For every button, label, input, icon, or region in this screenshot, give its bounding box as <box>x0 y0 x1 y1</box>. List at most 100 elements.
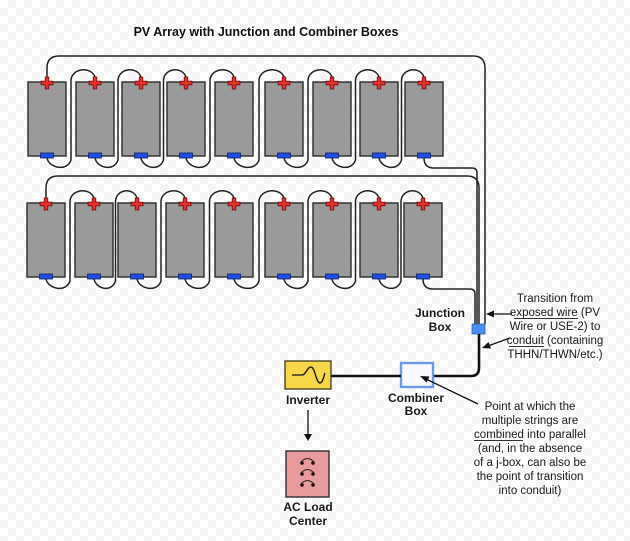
series-wire <box>140 69 187 169</box>
plus-terminal-icon <box>130 197 144 211</box>
minus-terminal-icon <box>178 273 192 280</box>
combined-line-1: Point at which the <box>485 401 576 413</box>
transition-line-4: conduit (containing <box>507 335 604 347</box>
series-wire <box>283 69 333 169</box>
pv-panel <box>165 202 205 278</box>
transition-line-1: Transition from <box>517 293 593 305</box>
combined-line-4: (and, in the absence <box>478 443 582 455</box>
pv-panel <box>121 81 161 157</box>
array-wiring <box>45 55 486 324</box>
series-wire <box>378 69 425 169</box>
plus-terminal-icon <box>227 197 241 211</box>
pv-panel <box>75 81 115 157</box>
plus-terminal-icon <box>325 197 339 211</box>
series-wire <box>233 69 285 169</box>
minus-terminal-icon <box>40 152 54 159</box>
plus-terminal-icon <box>227 76 241 90</box>
pv-panel <box>264 81 304 157</box>
pv-panel <box>403 202 443 278</box>
junction-box-label-line1: Junction <box>415 306 465 320</box>
diagram-title: PV Array with Junction and Combiner Boxe… <box>134 25 399 39</box>
combiner-arrow <box>425 378 479 405</box>
pv-panel <box>214 81 254 157</box>
minus-terminal-icon <box>134 152 148 159</box>
plus-terminal-icon <box>179 76 193 90</box>
pv-panel <box>264 202 304 278</box>
sine-wave-icon <box>292 366 326 384</box>
plus-terminal-icon <box>40 76 54 90</box>
series-wire <box>233 190 285 290</box>
conduit-arrow <box>487 337 511 347</box>
negative-home-run <box>423 157 478 324</box>
combiner-box-label-line1: Combiner <box>388 391 444 405</box>
conduit-term: conduit <box>507 335 545 347</box>
plus-terminal-icon <box>134 76 148 90</box>
plus-terminal-icon <box>88 76 102 90</box>
arrowhead-icon <box>486 310 494 318</box>
pv-panels <box>26 76 444 280</box>
series-wire <box>45 190 95 290</box>
plus-terminal-icon <box>372 197 386 211</box>
negative-home-run <box>422 278 476 324</box>
pv-panel <box>27 81 67 157</box>
series-wire <box>185 69 235 169</box>
series-wire <box>283 190 333 290</box>
plus-terminal-icon <box>416 197 430 211</box>
plus-terminal-icon <box>178 197 192 211</box>
minus-terminal-icon <box>372 152 386 159</box>
transition-line-2: exposed wire (PV <box>510 307 600 319</box>
transition-line-5: THHN/THWN/etc.) <box>507 349 602 361</box>
pv-panel <box>214 202 254 278</box>
conduit-run <box>433 334 481 378</box>
minus-terminal-icon <box>325 152 339 159</box>
minus-terminal-icon <box>88 152 102 159</box>
ac-load-center-label-line2: Center <box>289 514 327 528</box>
series-wire <box>94 69 142 169</box>
positive-home-run <box>45 175 480 324</box>
combined-line-2: multiple strings are <box>482 415 579 427</box>
series-wire <box>136 190 186 290</box>
pv-panel <box>312 81 352 157</box>
plus-terminal-icon <box>39 197 53 211</box>
pv-panel <box>74 202 114 278</box>
pv-panel <box>312 202 352 278</box>
minus-terminal-icon <box>277 152 291 159</box>
minus-terminal-icon <box>130 273 144 280</box>
combined-line-6: the point of transition <box>477 471 584 483</box>
series-wire <box>331 69 380 169</box>
series-wire <box>184 190 235 290</box>
minus-terminal-icon <box>325 273 339 280</box>
ac-load-center-label-line1: AC Load <box>283 500 332 514</box>
plus-terminal-icon <box>417 76 431 90</box>
minus-terminal-icon <box>227 273 241 280</box>
minus-terminal-icon <box>277 273 291 280</box>
plus-terminal-icon <box>372 76 386 90</box>
series-wire <box>378 190 424 290</box>
transition-line-3: Wire or USE-2) to <box>510 321 601 333</box>
minus-terminal-icon <box>87 273 101 280</box>
minus-terminal-icon <box>39 273 53 280</box>
pv-panel <box>404 81 444 157</box>
arrowhead-icon <box>420 376 430 383</box>
plus-terminal-icon <box>277 76 291 90</box>
combiner-box-label-line2: Box <box>405 404 428 418</box>
junction-box <box>471 323 486 335</box>
ac-load-center <box>285 450 330 498</box>
minus-terminal-icon <box>179 152 193 159</box>
pv-panel <box>117 202 157 278</box>
minus-terminal-icon <box>416 273 430 280</box>
pv-panel <box>359 202 399 278</box>
arrowhead-icon <box>304 434 312 441</box>
pv-panel <box>359 81 399 157</box>
plus-terminal-icon <box>87 197 101 211</box>
pv-panel <box>166 81 206 157</box>
series-wire <box>93 190 138 290</box>
minus-terminal-icon <box>227 152 241 159</box>
exposed-wire-term: exposed wire <box>510 307 578 319</box>
series-wire <box>331 190 380 290</box>
breaker-icon <box>300 458 315 487</box>
arrowhead-icon <box>482 342 491 349</box>
combined-line-5: of a j-box, can also be <box>474 457 587 469</box>
inverter-label: Inverter <box>286 393 330 407</box>
